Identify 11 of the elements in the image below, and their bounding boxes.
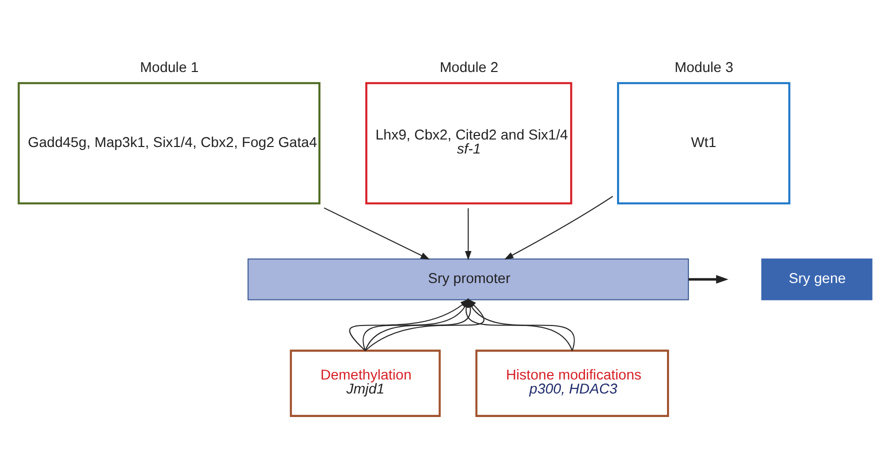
node-label: Module 1 [140,60,199,76]
node-box: Sry gene [761,258,872,300]
arrow [504,195,614,260]
node-box: Sry promoter [248,258,689,300]
arrow [324,207,430,260]
arrow [465,208,472,260]
node-box: Demethylation Jmjd1 [290,349,441,416]
arrow [688,274,728,284]
node-box: Histone modifications p300, HDAC3 [475,349,670,416]
node-label: Module 3 [674,60,734,76]
node-label: Module 2 [440,60,498,76]
